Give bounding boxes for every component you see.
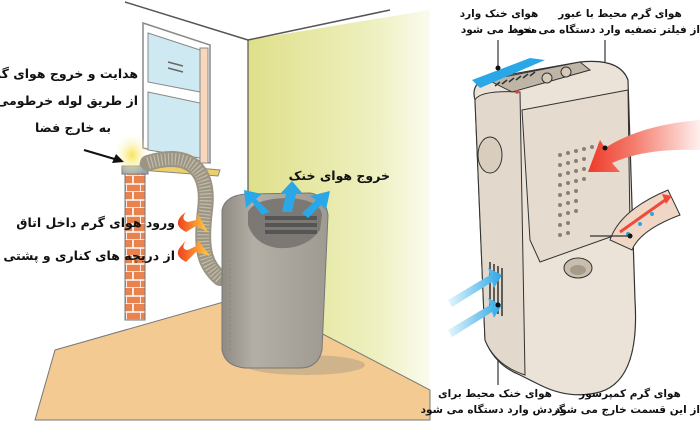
cool-air-circulation-label: هوای خنک محیط برای گردش وارد دستگاه می ش… <box>420 387 565 419</box>
warm-air-arrows <box>177 212 210 262</box>
exhaust-label-line1: هدایت و خروج هوای گرم <box>0 66 138 81</box>
cool-air-out-arrow <box>472 58 545 88</box>
pointer-arrow-icon <box>112 154 124 163</box>
compressor-exhaust-line1: هوای گرم کمپرسور <box>579 388 681 400</box>
knob-icon <box>560 66 572 78</box>
ac-cutaway-diagram <box>448 40 700 396</box>
warm-air-filter-line2: از فیلتر تصفیه وارد دستگاه می شود <box>512 23 700 36</box>
cool-air-in-line2: محیط می شود <box>460 23 538 36</box>
cool-air-circulation-line1: هوای خنک محیط برای <box>438 388 552 400</box>
brick-wall <box>124 171 146 321</box>
intake-label-line2: از دریچه های کناری و پشتی <box>3 248 175 263</box>
portable-ac-unit <box>221 192 329 369</box>
cool-air-in-label: هوای خنک وارد محیط می شود <box>440 7 558 39</box>
hot-exhaust-glow <box>114 133 150 177</box>
cool-air-circulation-line2: گردش وارد دستگاه می شود <box>420 403 565 416</box>
knob-icon <box>541 72 553 84</box>
warm-air-filter-label: هوای گرم محیط با عبور از فیلتر تصفیه وار… <box>512 7 700 39</box>
exhaust-label-line3: به خارج فضا <box>34 120 112 135</box>
cool-air-intake-arrow <box>448 298 502 337</box>
room-scene <box>34 1 431 421</box>
filter-grille <box>558 143 602 237</box>
cool-air-arrows <box>244 181 330 218</box>
exhaust-hose <box>140 151 228 286</box>
intake-label-line1: ورود هوای گرم داخل اتاق <box>16 215 175 230</box>
window <box>139 21 221 177</box>
warm-air-in-arrow <box>588 120 700 172</box>
warm-air-filter-line1: هوای گرم محیط با عبور <box>558 8 682 20</box>
exhaust-label-line2: از طریق لوله خرطومی <box>0 93 138 108</box>
compressor-exhaust-line2: از این قسمت خارج می شود <box>554 403 700 416</box>
compressor-exhaust-label: هوای گرم کمپرسور از این قسمت خارج می شود <box>554 387 700 419</box>
cool-air-out-label: خروج هوای خنک <box>288 168 390 183</box>
cool-air-intake-arrow <box>448 268 502 307</box>
cool-air-in-line1: هوای خنک وارد <box>459 8 539 20</box>
